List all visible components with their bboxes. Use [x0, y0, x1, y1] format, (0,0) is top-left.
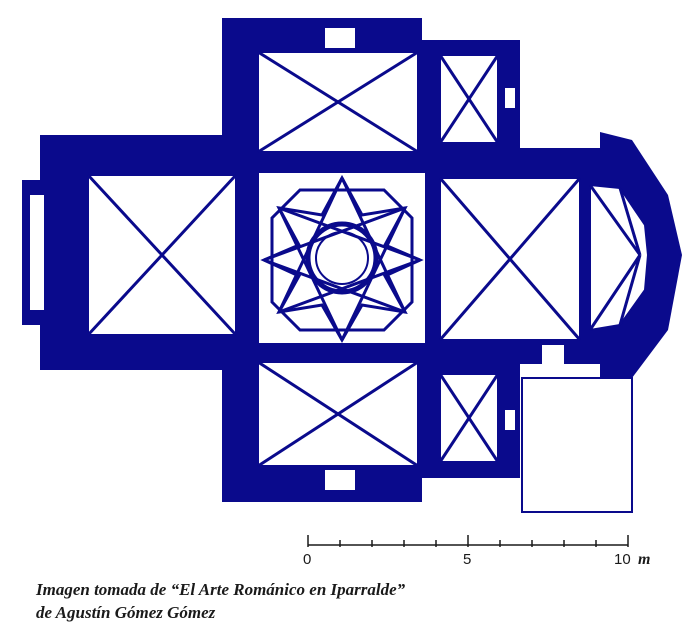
scale-label-10: 10: [614, 551, 631, 568]
pilasters: [30, 28, 564, 490]
star-vault: [260, 174, 424, 344]
vault-ribs: [86, 50, 642, 468]
scale-bar: [307, 535, 629, 547]
scale-label-0: 0: [303, 551, 312, 568]
scale-unit: m: [638, 551, 651, 568]
caption-line-1: Imagen tomada de “El Arte Románico en Ip…: [36, 580, 406, 599]
scale-label-5: 5: [463, 551, 472, 568]
caption-line-2: de Agustín Gómez Gómez: [36, 603, 216, 622]
